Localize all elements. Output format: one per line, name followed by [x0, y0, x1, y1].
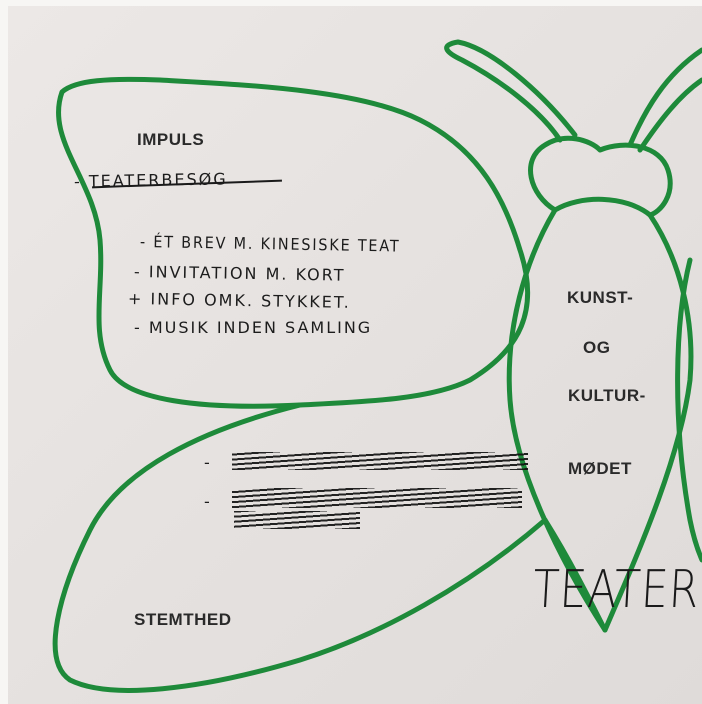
- right-wing-edge: [678, 260, 702, 560]
- scribble-dash: -: [204, 492, 212, 511]
- bullet-item: + INFO OMK. STYKKET.: [128, 289, 351, 312]
- handwritten-title: TEATER: [531, 560, 701, 620]
- right-antenna: [630, 50, 702, 150]
- scribble-dash: -: [204, 453, 212, 472]
- scribbled-text: [232, 452, 528, 470]
- scribbled-text: [232, 488, 522, 508]
- title-line-og: OG: [583, 338, 610, 358]
- lower-wing-outline: [55, 405, 545, 690]
- head-outline: [531, 138, 671, 215]
- scribbled-text: [234, 511, 360, 529]
- left-antenna: [447, 42, 575, 140]
- title-line-kunst: KUNST-: [567, 288, 633, 308]
- title-line-modet: MØDET: [568, 459, 632, 479]
- bullet-item: - MUSIK INDEN SAMLING: [134, 318, 372, 337]
- bullet-item: - INVITATION M. KORT: [134, 262, 346, 285]
- title-line-kultur: KULTUR-: [568, 386, 646, 406]
- wing-label-impuls: IMPULS: [137, 130, 204, 150]
- wing-label-stemthed: STEMTHED: [134, 610, 232, 630]
